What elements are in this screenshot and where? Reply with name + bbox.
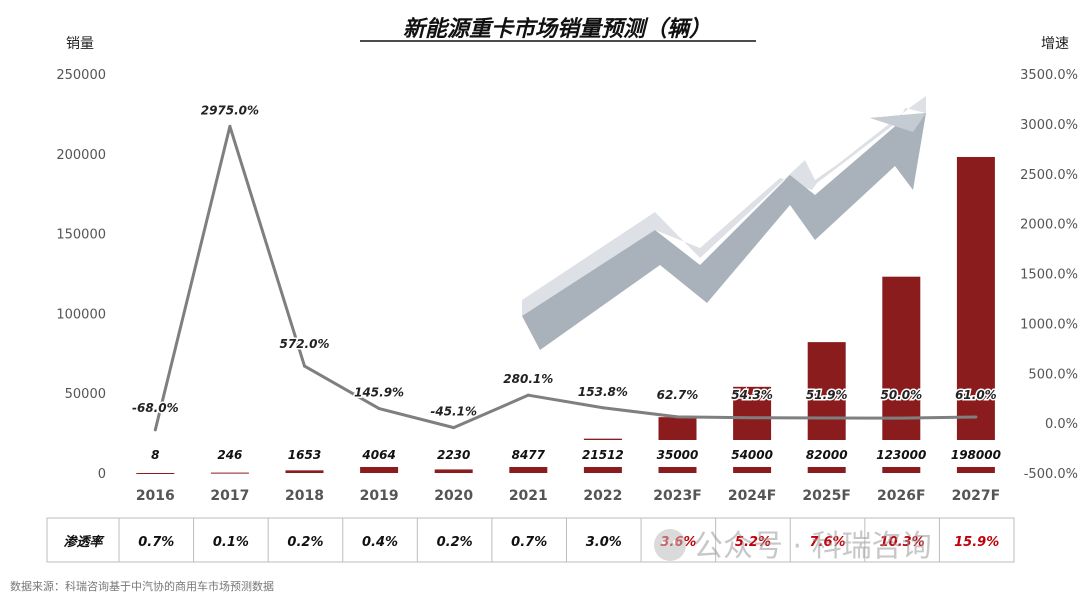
category-label: 2025F <box>802 488 851 504</box>
growth-value-label: 62.7% <box>657 388 699 402</box>
category-label: 2019 <box>360 488 399 504</box>
line-layer <box>153 124 978 432</box>
growth-line <box>153 124 976 431</box>
bar-value-label: 8477 <box>512 448 546 462</box>
right-tick-label: 1000.0% <box>1020 317 1078 332</box>
growth-value-label: -68.0% <box>132 401 179 415</box>
bar <box>360 466 399 473</box>
penetration-cell: 5.2% <box>735 535 771 550</box>
left-tick-label: 0 <box>98 467 106 482</box>
bar-label-band <box>118 440 1018 467</box>
category-label: 2026F <box>877 488 926 504</box>
category-label: 2022 <box>583 488 622 504</box>
growth-point <box>228 124 232 128</box>
left-tick-label: 250000 <box>56 68 106 83</box>
axes-layer: 0 50000 100000 150000 200000 250000 -500.0% 0.0… <box>56 68 1078 504</box>
penetration-cell: 15.9% <box>954 535 999 550</box>
left-tick-label: 100000 <box>56 307 106 322</box>
category-label: 2024F <box>728 488 777 504</box>
growth-value-label: 572.0% <box>280 337 330 351</box>
bar <box>956 156 995 473</box>
category-label: 2021 <box>509 488 548 504</box>
bars-layer <box>118 156 1018 474</box>
bar-value-label: 54000 <box>731 448 773 462</box>
growth-value-label: 50.0% <box>880 388 922 402</box>
category-label: 2023F <box>653 488 702 504</box>
penetration-cell: 10.3% <box>880 535 925 550</box>
growth-value-label: 61.0% <box>955 388 997 402</box>
growth-point <box>601 406 605 410</box>
growth-point <box>526 393 530 397</box>
bar-value-label: 82000 <box>806 448 848 462</box>
growth-point <box>153 428 157 432</box>
bar <box>210 472 249 474</box>
chart-title: 新能源重卡市场销量预测（辆） <box>403 16 711 42</box>
growth-arrow-graphic <box>522 96 926 350</box>
bar <box>285 470 324 473</box>
penetration-cell: 0.1% <box>213 535 249 550</box>
wechat-icon <box>654 529 686 561</box>
right-tick-label: 2000.0% <box>1020 218 1078 233</box>
bar-value-label: 35000 <box>657 448 699 462</box>
left-tick-label: 200000 <box>56 148 106 163</box>
penetration-cell: 0.4% <box>362 535 398 550</box>
growth-point <box>825 416 829 420</box>
watermark-text: 公众号 · 科瑞咨询 <box>693 529 932 564</box>
penetration-cell: 0.2% <box>437 535 473 550</box>
bar-value-label: 21512 <box>582 448 624 462</box>
bar <box>136 472 175 474</box>
watermark: 公众号 · 科瑞咨询 <box>654 529 932 564</box>
category-label: 2016 <box>136 488 175 504</box>
growth-value-label: 2975.0% <box>201 103 259 117</box>
bar <box>434 469 473 473</box>
bar-value-label: 4064 <box>361 448 395 462</box>
right-tick-label: 3000.0% <box>1020 118 1078 133</box>
growth-point <box>452 426 456 430</box>
penetration-cell: 7.6% <box>810 535 846 550</box>
growth-point <box>974 415 978 419</box>
left-tick-label: 150000 <box>56 228 106 243</box>
bar-value-label: 123000 <box>876 448 926 462</box>
category-label: 2018 <box>285 488 324 504</box>
bar-value-label: 8 <box>151 448 159 462</box>
penetration-row-label: 渗透率 <box>63 534 105 550</box>
category-label: 2027F <box>952 488 1001 504</box>
penetration-cell: 0.7% <box>511 535 547 550</box>
growth-point <box>676 415 679 419</box>
growth-point <box>303 364 306 368</box>
penetration-cell: 0.7% <box>138 535 174 550</box>
penetration-cell: 0.2% <box>287 535 323 550</box>
growth-value-label: 54.3% <box>731 388 773 402</box>
source-note: 数据来源：科瑞咨询基于中汽协的商用车市场预测数据 <box>10 579 274 593</box>
bar-value-label: 198000 <box>951 448 1001 462</box>
right-tick-label: -500.0% <box>1024 467 1078 482</box>
category-label: 2017 <box>210 488 249 504</box>
growth-point <box>750 416 754 420</box>
table-border <box>46 517 1015 563</box>
growth-point <box>899 416 903 420</box>
growth-point <box>377 407 381 411</box>
right-tick-label: 2500.0% <box>1020 168 1078 183</box>
right-tick-label: 500.0% <box>1028 367 1078 382</box>
left-axis-title: 销量 <box>66 36 94 52</box>
penetration-cell: 3.0% <box>586 535 622 550</box>
right-tick-label: 1500.0% <box>1020 268 1078 283</box>
bar-value-label: 246 <box>217 448 242 462</box>
growth-value-label: -45.1% <box>430 405 477 419</box>
growth-value-label: 280.1% <box>503 372 553 386</box>
growth-value-label: 51.9% <box>806 388 848 402</box>
labels-layer: 8 246 1653 4064 2230 8477 21512 35000 54000 82000… <box>130 102 1001 462</box>
right-tick-label: 0.0% <box>1045 417 1078 432</box>
right-axis-title: 增速 <box>1041 36 1069 52</box>
category-label: 2020 <box>434 488 473 504</box>
growth-value-label: 145.9% <box>354 386 404 400</box>
left-tick-label: 50000 <box>65 387 106 402</box>
growth-value-label: 153.8% <box>578 385 628 399</box>
bar-value-label: 2230 <box>437 448 470 462</box>
right-tick-label: 3500.0% <box>1020 68 1078 83</box>
bar-value-label: 1653 <box>288 448 321 462</box>
